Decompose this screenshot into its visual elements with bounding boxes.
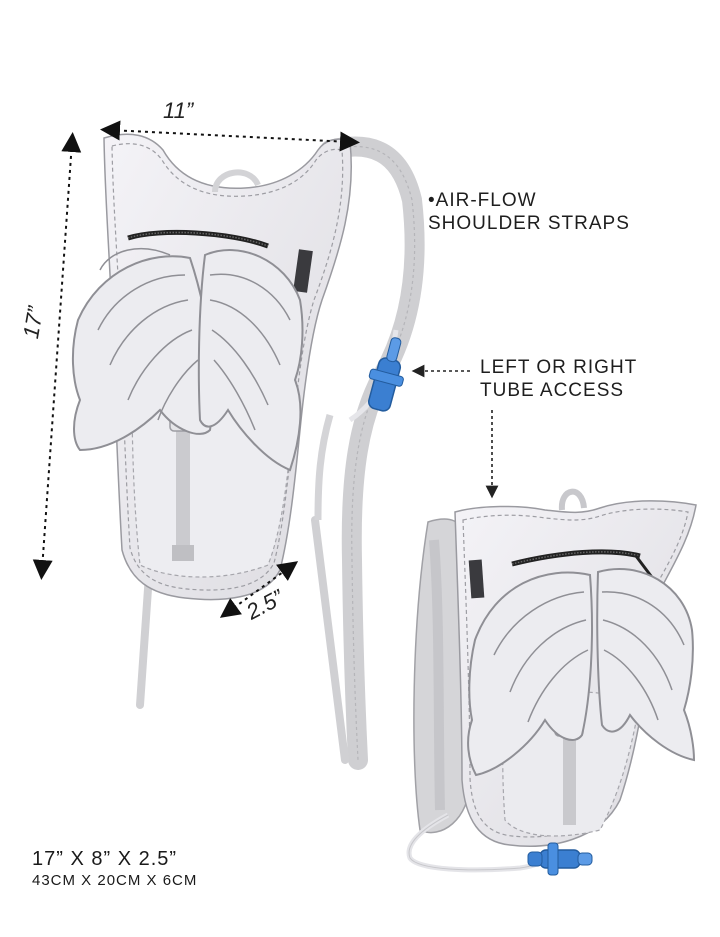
shoulder-straps-callout: •AIR-FLOW SHOULDER STRAPS xyxy=(428,190,630,236)
side-pack xyxy=(406,488,697,876)
side-pack-wing-right xyxy=(596,568,696,762)
tube-access-callout: LEFT OR RIGHT TUBE ACCESS xyxy=(480,357,637,403)
shoulder-straps-callout-line2: SHOULDER STRAPS xyxy=(428,212,630,234)
dimension-arrows xyxy=(32,120,360,618)
front-pack-hanging-strap-right xyxy=(311,516,349,764)
height-arrow xyxy=(32,132,82,580)
tube-access-callout-line1: LEFT OR RIGHT xyxy=(480,357,638,378)
front-pack-shoulder-strap xyxy=(320,136,425,770)
front-pack-brand-tag xyxy=(293,249,313,293)
tube-access-callout-line2: TUBE ACCESS xyxy=(480,379,625,401)
side-pack-bite-valve xyxy=(527,842,593,876)
size-specs: 17” X 8” X 2.5” 43CM X 20CM X 6CM xyxy=(32,848,197,889)
front-pack-handle xyxy=(212,169,261,193)
side-pack-handle xyxy=(558,488,587,511)
front-pack-wing-right xyxy=(197,249,304,472)
front-pack-wing-left xyxy=(71,247,214,452)
width-label: 11” xyxy=(163,98,194,123)
height-label: 17” xyxy=(18,304,49,341)
width-arrow xyxy=(100,120,360,152)
front-pack xyxy=(71,133,425,770)
size-centimeters: 43CM X 20CM X 6CM xyxy=(32,872,198,889)
size-inches: 17” X 8” X 2.5” xyxy=(32,848,178,870)
depth-arrow xyxy=(219,561,299,618)
shoulder-straps-callout-line1: •AIR-FLOW xyxy=(428,190,537,211)
side-pack-wing-left xyxy=(467,571,593,777)
side-pack-brand-tag xyxy=(468,559,485,599)
front-pack-bite-valve xyxy=(367,337,404,412)
